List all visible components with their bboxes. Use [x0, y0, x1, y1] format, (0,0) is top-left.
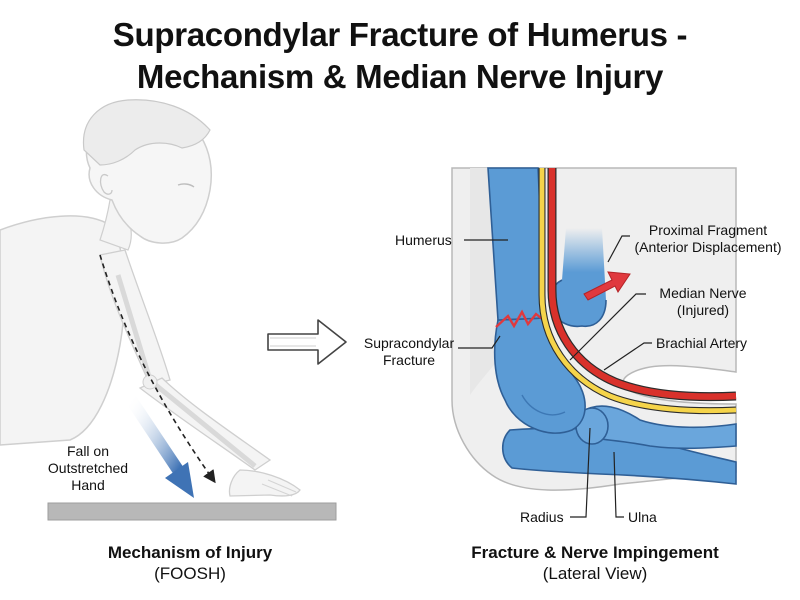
ground-surface — [47, 502, 337, 521]
label-fracture-line-2: Fracture — [382, 352, 436, 368]
label-fracture-line-1: Supracondylar — [363, 335, 455, 351]
force-path-arrow — [99, 254, 216, 484]
label-ulna: Ulna — [628, 509, 657, 525]
label-radius: Radius — [520, 509, 564, 525]
left-caption-main: Mechanism of Injury — [107, 543, 273, 562]
label-brachial-artery: Brachial Artery — [656, 335, 748, 351]
foosh-annotation: Fall on Outstretched Hand — [38, 443, 138, 494]
displacement-arrow — [583, 271, 631, 301]
left-caption-sub: (FOOSH) — [154, 564, 226, 583]
title-line-2: Mechanism & Median Nerve Injury — [136, 58, 664, 95]
transition-arrow — [267, 319, 347, 365]
fracture-line — [495, 309, 547, 329]
impact-force-arrow — [125, 394, 194, 498]
annotation-line-3: Hand — [71, 477, 105, 493]
right-caption-main: Fracture & Nerve Impingement — [471, 543, 719, 562]
label-proximal-fragment: Proximal Fragment (Anterior Displacement… — [620, 222, 796, 256]
label-supracondylar-fracture: Supracondylar Fracture — [360, 335, 458, 369]
label-humerus: Humerus — [395, 232, 452, 248]
label-median-nerve: Median Nerve (Injured) — [648, 285, 758, 319]
right-caption: Fracture & Nerve Impingement (Lateral Vi… — [430, 542, 760, 584]
elbow-cross-section — [451, 167, 737, 491]
label-proximal-fragment-line-1: Proximal Fragment — [648, 222, 768, 238]
humerus-shaft — [487, 167, 546, 321]
right-caption-sub: (Lateral View) — [542, 564, 648, 583]
label-median-nerve-line-1: Median Nerve — [659, 285, 747, 301]
diagram-title: Supracondylar Fracture of Humerus - Mech… — [0, 14, 800, 98]
label-median-nerve-line-2: (Injured) — [676, 302, 730, 318]
leader-lines — [458, 235, 652, 518]
annotation-line-1: Fall on — [66, 443, 110, 459]
left-caption: Mechanism of Injury (FOOSH) — [40, 542, 340, 584]
title-line-1: Supracondylar Fracture of Humerus - — [112, 16, 688, 53]
label-proximal-fragment-line-2: (Anterior Displacement) — [634, 239, 782, 255]
proximal-fragment — [550, 228, 606, 327]
annotation-line-2: Outstretched — [47, 460, 129, 476]
child-figure — [0, 99, 301, 497]
